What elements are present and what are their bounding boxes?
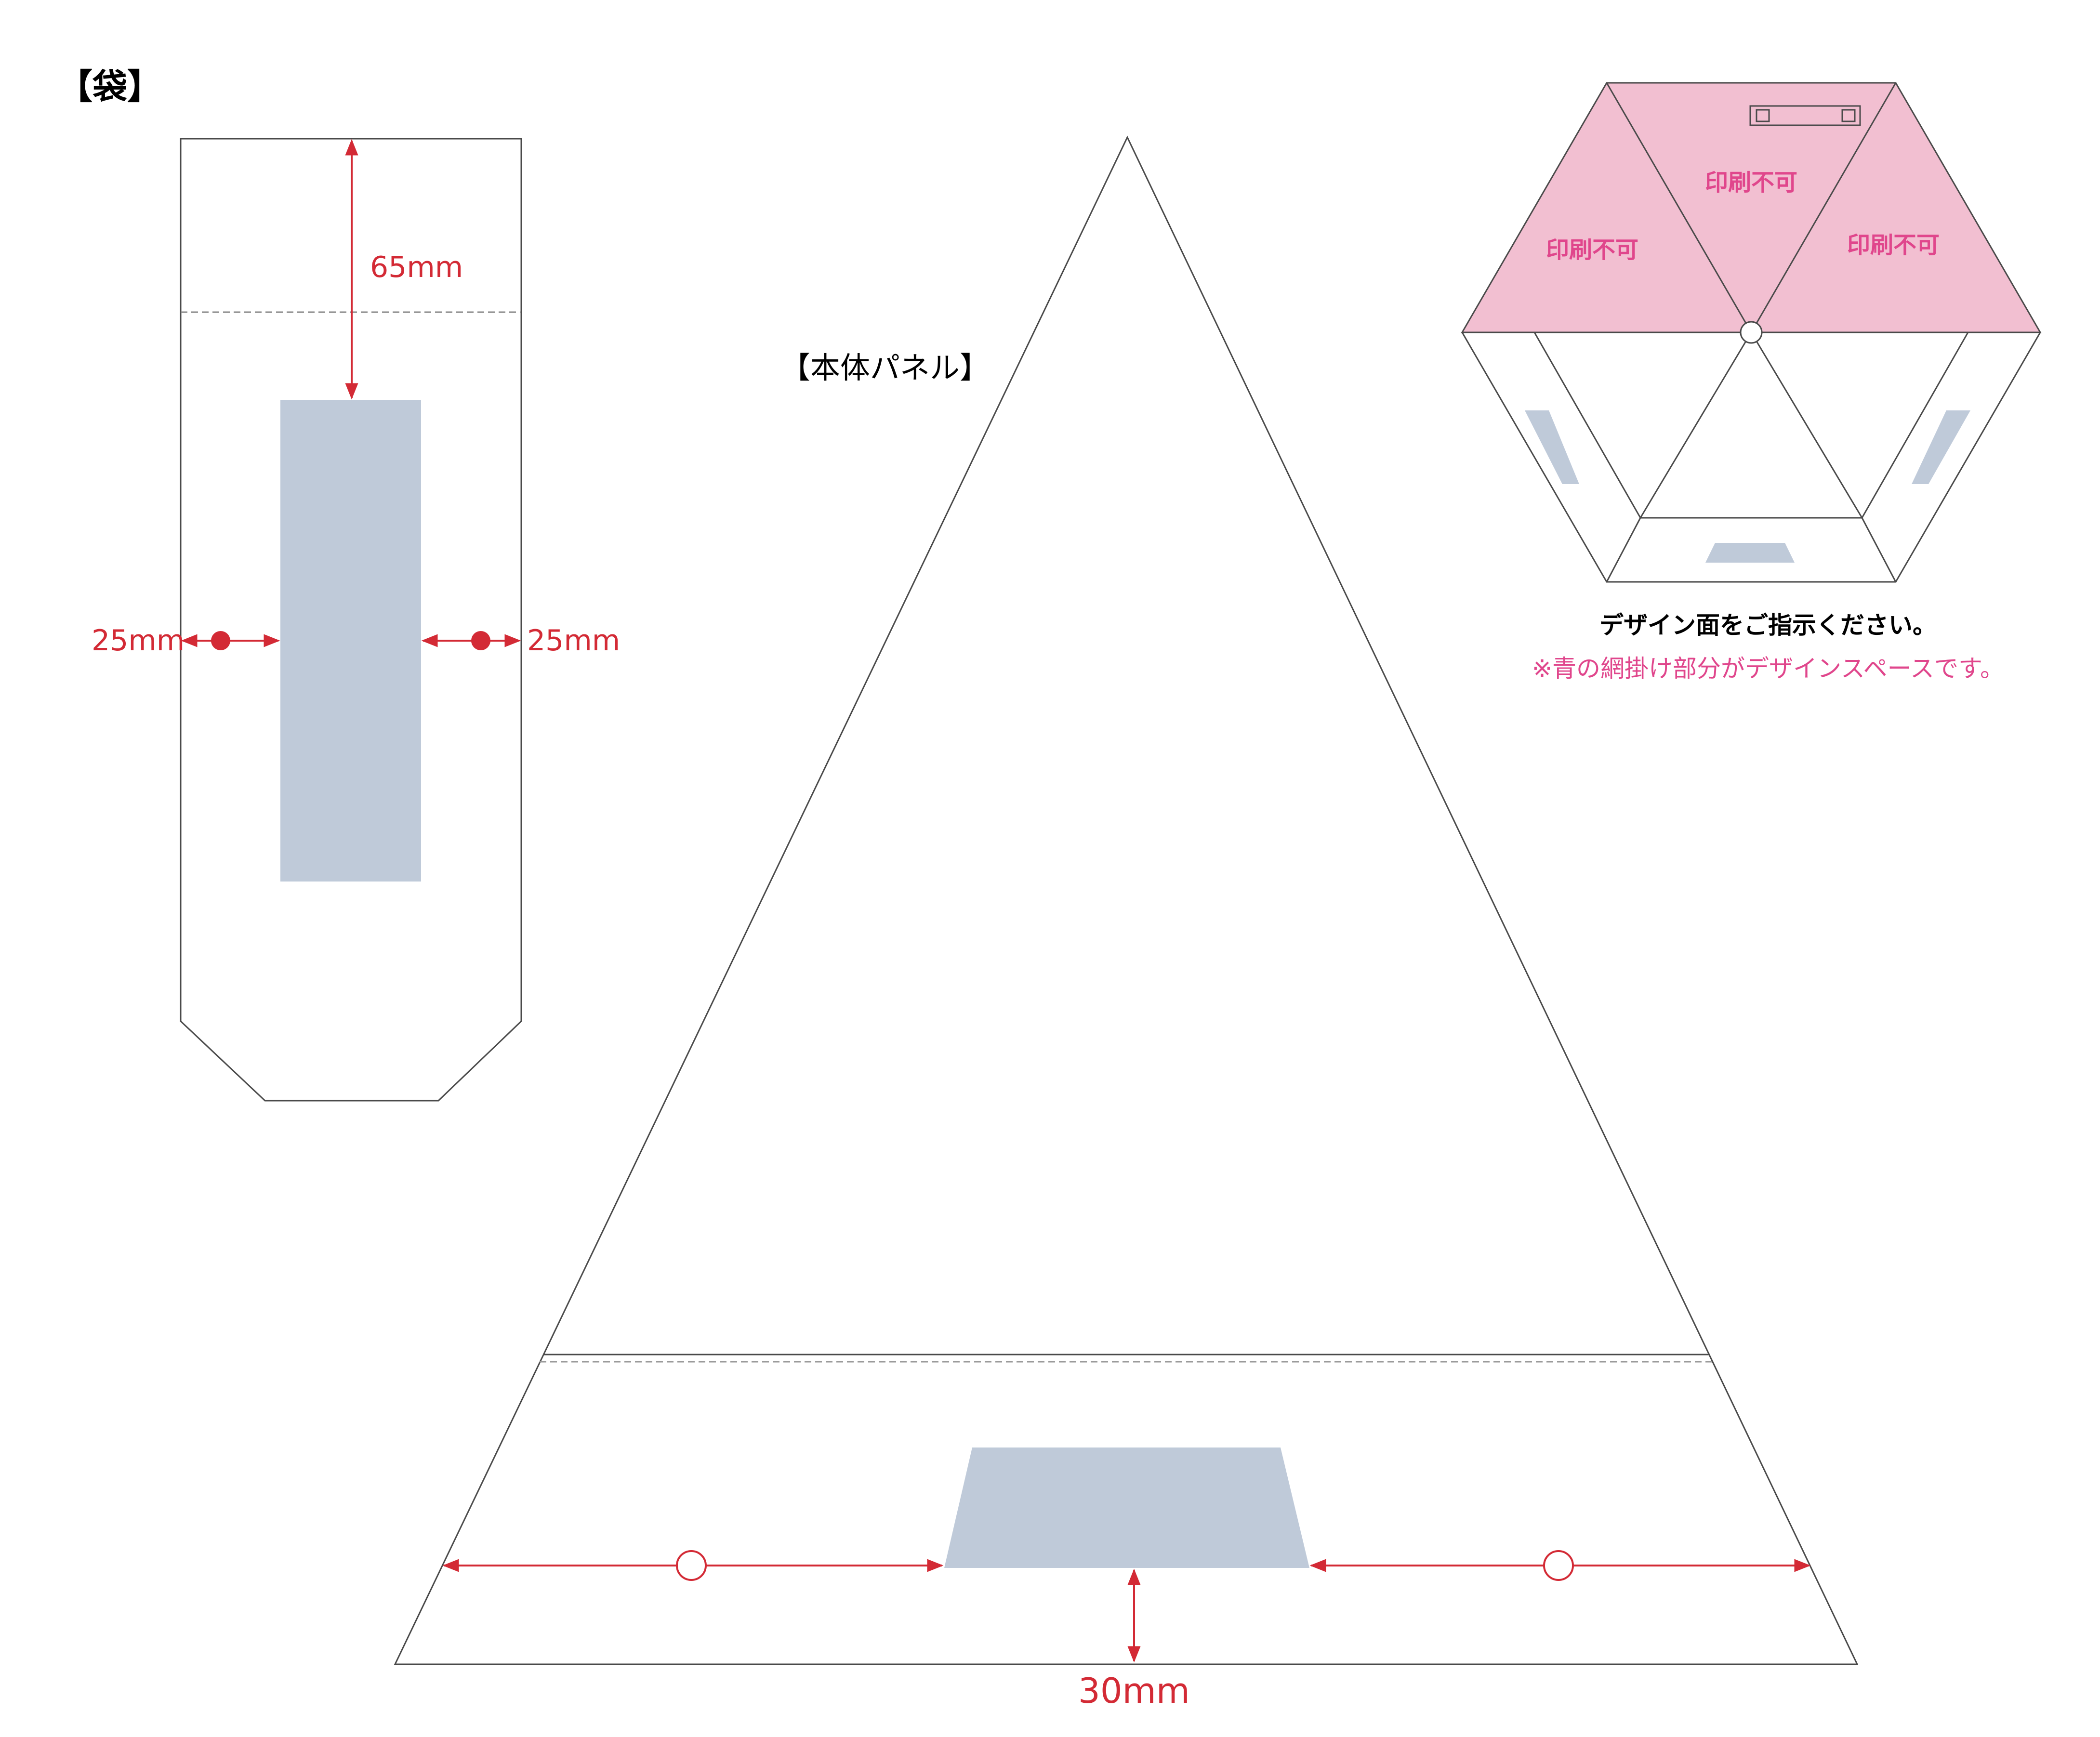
bag-section: 【袋】 65mm 25mm 25mm [58, 66, 620, 1102]
bag-title: 【袋】 [58, 66, 162, 107]
preview-corner-line-left [1606, 517, 1641, 582]
no-print-divider-right [1750, 82, 1897, 333]
bag-design-area [280, 400, 421, 882]
preview-section: 印刷不可 印刷不可 印刷不可 デザイン面をご指示ください。 ※青の網掛け部分がデ… [1461, 82, 2042, 683]
panel-design-area [944, 1448, 1309, 1568]
preview-lower-outline [1461, 332, 2041, 583]
preview-design-area-right [1912, 410, 1970, 484]
panel-section: 【本体パネル】 30mm [394, 135, 1859, 1711]
bag-left-dimension-label: 25mm [92, 624, 185, 658]
panel-bottom-dimension-label: 30mm [1078, 1671, 1190, 1711]
preview-inner-line-right [1750, 332, 1863, 518]
preview-corner-line-right [1861, 517, 1897, 582]
no-print-label-center: 印刷不可 [1705, 169, 1797, 196]
preview-inner-outline [1533, 332, 1969, 519]
no-print-label-left: 印刷不可 [1546, 237, 1638, 263]
preview-design-area-bottom [1705, 543, 1795, 563]
bag-right-dimension-dot [471, 631, 490, 650]
design-instruction-note: デザイン面をご指示ください。 [1599, 611, 1937, 639]
hanger-tab-right-hole [1841, 109, 1856, 122]
no-print-area [1461, 82, 2042, 333]
design-space-note: ※青の網掛け部分がデザインスペースです。 [1532, 655, 2004, 683]
panel-title: 【本体パネル】 [780, 350, 990, 385]
bag-top-dimension-label: 65mm [370, 250, 463, 284]
preview-design-area-left [1525, 410, 1579, 484]
panel-left-dimension-circle [676, 1550, 707, 1581]
bag-left-dimension-dot [211, 631, 230, 650]
hanger-tab [1749, 105, 1861, 126]
bag-right-dimension-label: 25mm [527, 624, 620, 658]
no-print-label-right: 印刷不可 [1847, 232, 1940, 259]
center-hole [1740, 321, 1763, 344]
bag-outline [180, 138, 522, 1102]
no-print-divider-left [1606, 82, 1752, 333]
panel-right-dimension-circle [1543, 1550, 1574, 1581]
hanger-tab-left-hole [1756, 109, 1770, 122]
panel-triangle-outline [394, 135, 1859, 1665]
preview-inner-line-left [1639, 332, 1752, 518]
